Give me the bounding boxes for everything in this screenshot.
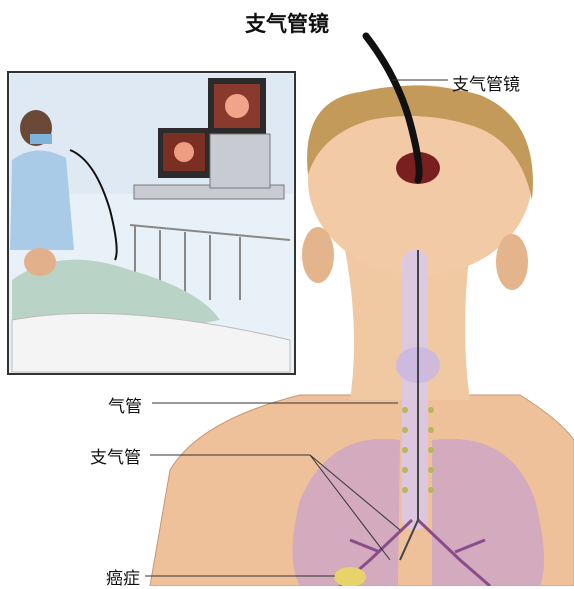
monitor-icon: [208, 78, 266, 134]
patient-ear-left: [302, 227, 334, 283]
monitor-icon: [158, 128, 210, 178]
label-bronchus: 支气管: [90, 443, 141, 468]
label-bronchoscope: 支气管镜: [452, 70, 520, 95]
label-cancer: 癌症: [106, 564, 140, 589]
patient-ear-right: [496, 234, 528, 290]
label-trachea: 气管: [108, 392, 142, 417]
inset-panel: [8, 72, 295, 374]
